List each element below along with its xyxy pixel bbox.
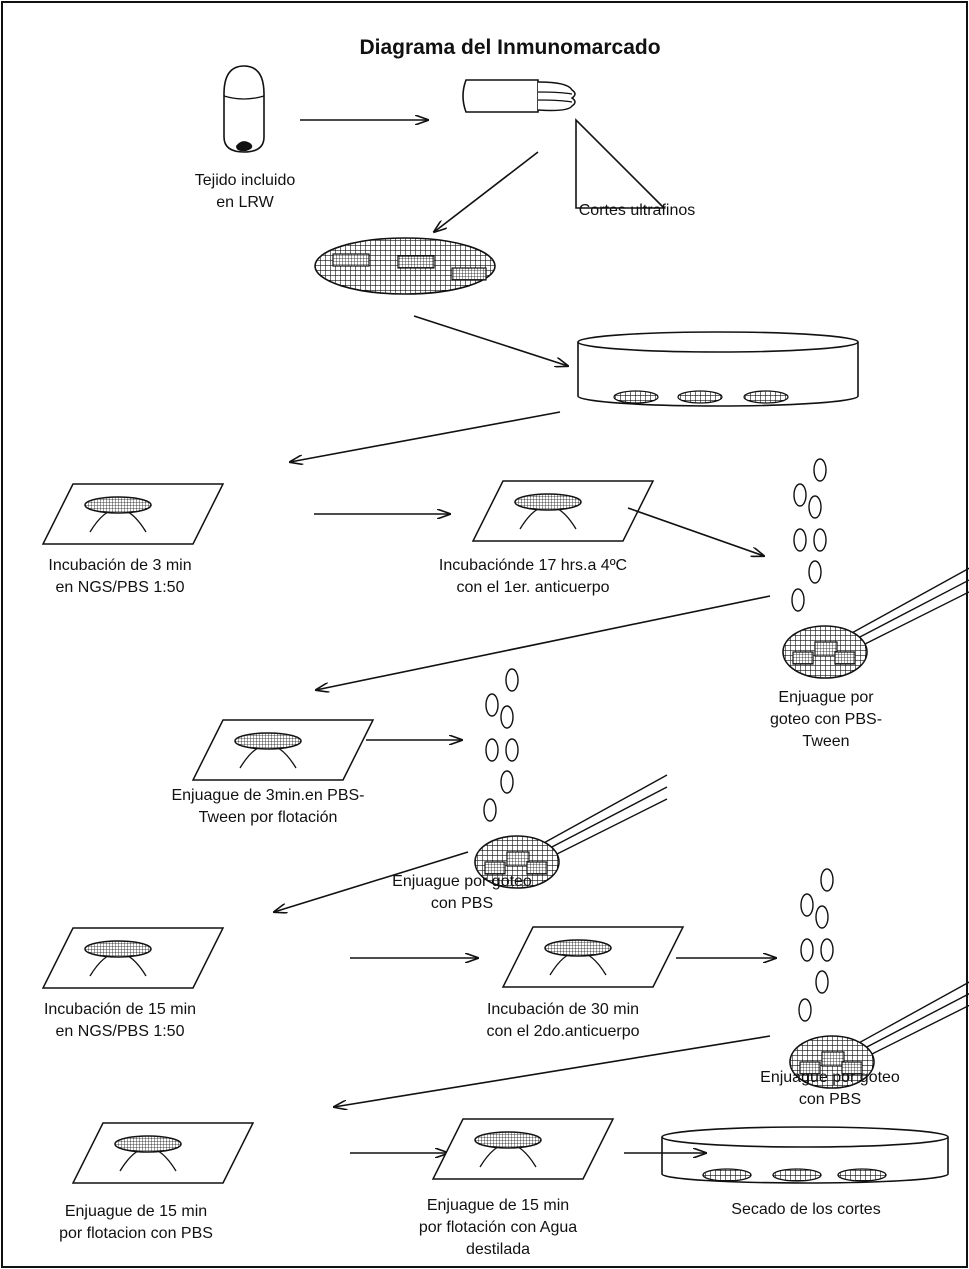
label-inc3: Incubación de 3 min en NGS/PBS 1:50: [48, 557, 191, 596]
svg-text:Tejido incluido: Tejido incluido: [195, 172, 296, 189]
label-inc30: Incubación de 30 min con el 2do.anticuer…: [487, 1001, 640, 1040]
arrow: [334, 1035, 771, 1107]
arrow: [434, 151, 539, 232]
slide-icon: [72, 1122, 254, 1184]
svg-text:Enjuague por goteo: Enjuague por goteo: [760, 1069, 900, 1086]
label-cortes: Cortes ultrafinos: [579, 202, 696, 219]
svg-text:Incubación de 15 min: Incubación de 15 min: [44, 1001, 196, 1018]
label-inc15: Incubación de 15 min en NGS/PBS 1:50: [44, 1001, 196, 1040]
diagram-title: Diagrama del Inmunomarcado: [359, 36, 660, 59]
svg-text:con PBS: con PBS: [799, 1091, 861, 1108]
svg-text:por flotación con Agua: por flotación con Agua: [419, 1219, 577, 1236]
slide-icon: [42, 927, 224, 989]
label-secado: Secado de los cortes: [731, 1201, 880, 1218]
svg-text:Incubaciónde 17 hrs.a 4ºC: Incubaciónde 17 hrs.a 4ºC: [439, 557, 627, 574]
svg-text:con el 2do.anticuerpo: con el 2do.anticuerpo: [487, 1023, 640, 1040]
svg-text:en NGS/PBS 1:50: en NGS/PBS 1:50: [56, 579, 185, 596]
arrow: [290, 411, 561, 462]
ultramicrotome-block-icon: [462, 79, 576, 113]
svg-text:goteo con PBS-: goteo con PBS-: [770, 711, 882, 728]
arrow: [316, 595, 771, 690]
label-enj-goteo-tween: Enjuague por goteo con PBS- Tween: [770, 689, 882, 750]
drip-rinse-icon: [789, 868, 969, 1089]
svg-text:destilada: destilada: [466, 1241, 530, 1258]
slide-icon: [432, 1118, 614, 1180]
petri-dish-icon: [577, 331, 859, 407]
svg-text:Cortes ultrafinos: Cortes ultrafinos: [579, 202, 696, 219]
svg-text:Tween por flotación: Tween por flotación: [199, 809, 338, 826]
glass-knife-icon: [575, 118, 666, 209]
label-enj-goteo-pbs-2: Enjuague por goteo con PBS: [760, 1069, 900, 1108]
arrow: [274, 851, 469, 912]
label-enj15-agua: Enjuague de 15 min por flotación con Agu…: [419, 1197, 577, 1258]
drip-rinse-icon: [474, 668, 668, 889]
svg-text:Tween: Tween: [802, 733, 849, 750]
svg-text:con PBS: con PBS: [431, 895, 493, 912]
svg-text:Secado de los cortes: Secado de los cortes: [731, 1201, 880, 1218]
svg-text:Enjuague de 3min.en PBS-: Enjuague de 3min.en PBS-: [171, 787, 364, 804]
svg-text:por flotacion con PBS: por flotacion con PBS: [59, 1225, 213, 1242]
drip-rinse-icon: [782, 458, 969, 679]
svg-text:en NGS/PBS 1:50: en NGS/PBS 1:50: [56, 1023, 185, 1040]
tissue-capsule-icon: [223, 65, 265, 153]
sections-on-grid-icon: [314, 237, 496, 295]
arrow: [413, 315, 568, 366]
svg-text:en LRW: en LRW: [216, 194, 274, 211]
svg-text:Enjuague por: Enjuague por: [778, 689, 874, 706]
svg-text:Enjuague de 15 min: Enjuague de 15 min: [65, 1203, 207, 1220]
svg-text:Enjuague por goteo: Enjuague por goteo: [392, 873, 532, 890]
svg-text:Enjuague de 15 min: Enjuague de 15 min: [427, 1197, 569, 1214]
slide-icon: [42, 483, 224, 545]
label-tejido: Tejido incluido en LRW: [195, 172, 296, 211]
slide-icon: [192, 719, 374, 781]
svg-text:Incubación de 3 min: Incubación de 3 min: [48, 557, 191, 574]
svg-text:con el 1er. anticuerpo: con el 1er. anticuerpo: [457, 579, 610, 596]
slide-icon: [502, 926, 684, 988]
label-enj15-pbs: Enjuague de 15 min por flotacion con PBS: [59, 1203, 213, 1242]
svg-text:Incubación de 30 min: Incubación de 30 min: [487, 1001, 639, 1018]
label-enj-goteo-pbs-1: Enjuague por goteo con PBS: [392, 873, 532, 912]
label-enj3-tween: Enjuague de 3min.en PBS- Tween por flota…: [171, 787, 364, 826]
petri-dish-icon: [661, 1126, 949, 1184]
slide-icon: [472, 480, 654, 542]
arrow: [627, 507, 764, 556]
label-inc17: Incubaciónde 17 hrs.a 4ºC con el 1er. an…: [439, 557, 627, 596]
